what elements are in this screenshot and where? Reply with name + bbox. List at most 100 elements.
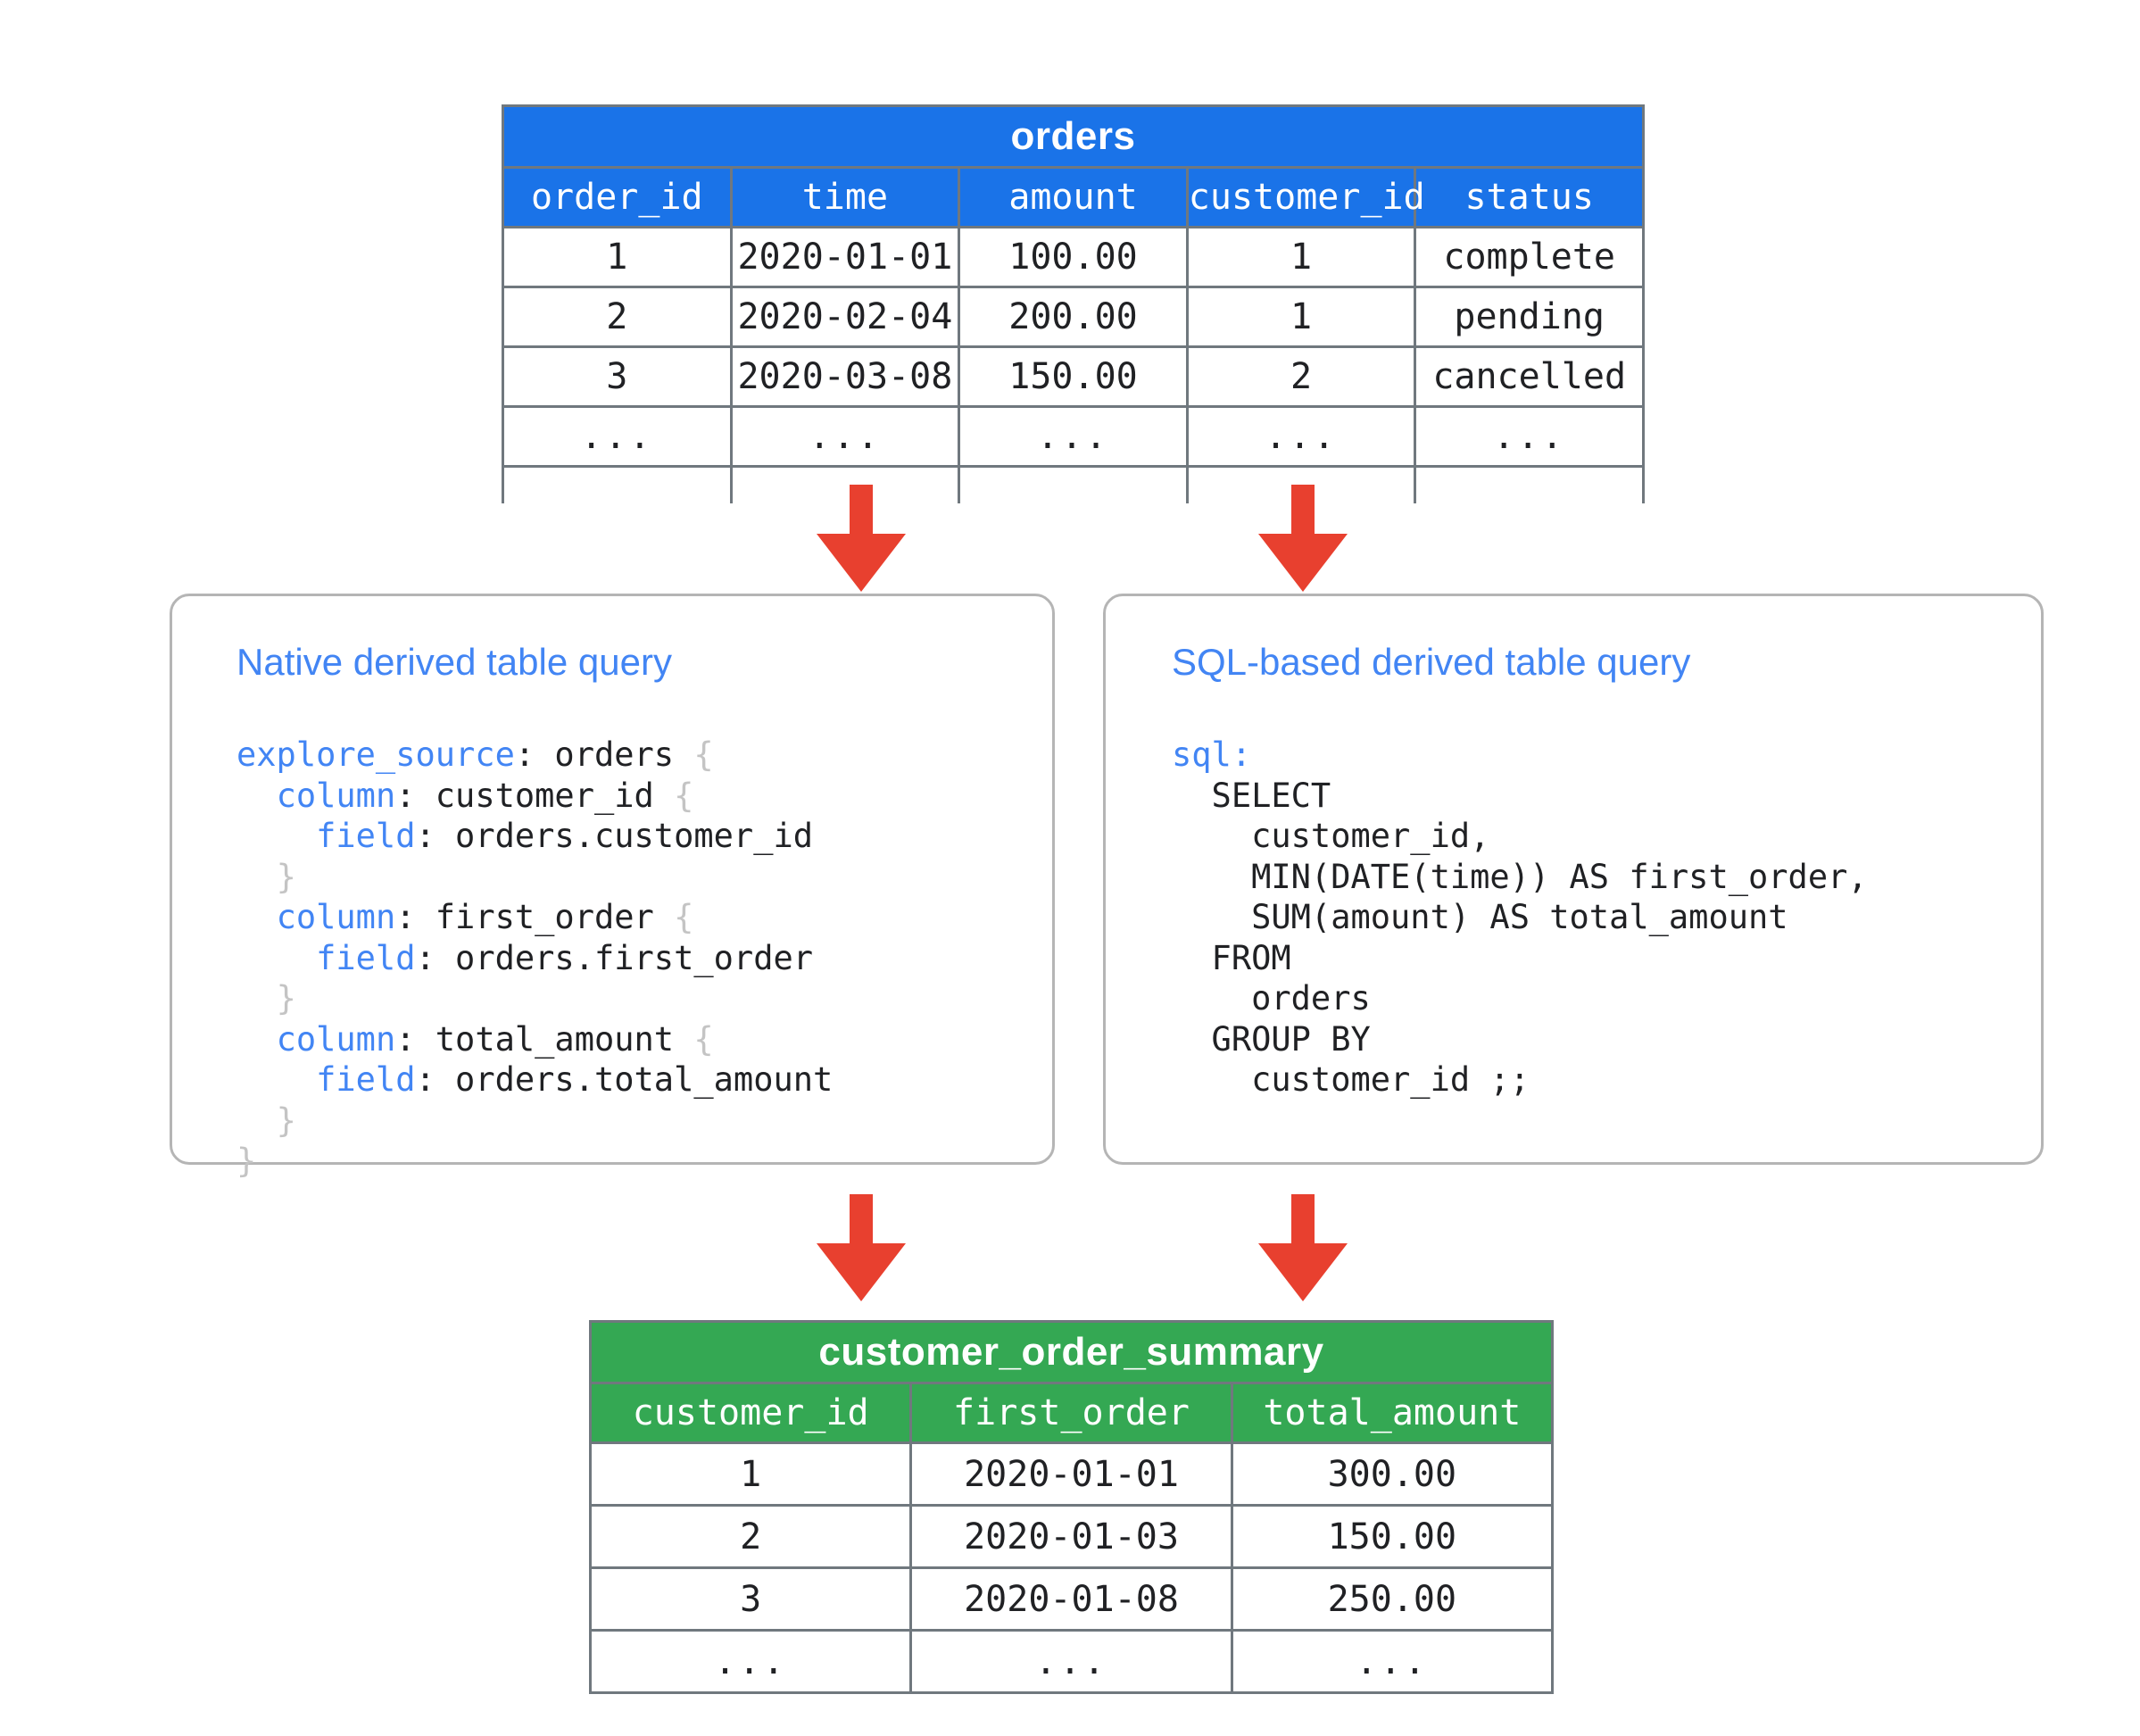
arrow-head: [1258, 534, 1348, 592]
cell-time: 2020-03-08: [729, 345, 961, 408]
code-token: field: [316, 1060, 416, 1099]
code-line: explore_source: orders {: [236, 735, 833, 776]
table-row: ...............: [502, 405, 1645, 468]
cell-customer_id: 1: [588, 1441, 913, 1507]
code-line: }: [236, 1141, 833, 1182]
code-token: [236, 1060, 316, 1099]
cell-first_order: 2020-01-03: [909, 1504, 1233, 1569]
code-token: }: [276, 1101, 296, 1140]
code-token: [236, 1020, 277, 1059]
code-line: MIN(DATE(time)) AS first_order,: [1172, 857, 1868, 898]
orders-table-title: orders: [502, 104, 1645, 169]
code-token: [236, 777, 277, 815]
table-row-clipped: [502, 465, 1645, 503]
code-token: MIN(DATE(time)) AS first_order,: [1172, 857, 1868, 896]
code-token: : first_order: [395, 898, 675, 936]
cell-total_amount: 300.00: [1230, 1441, 1555, 1507]
code-token: : orders.total_amount: [415, 1060, 834, 1099]
code-token: sql: [1172, 735, 1232, 774]
cell-total_amount: 250.00: [1230, 1566, 1555, 1632]
code-line: sql:: [1172, 735, 1868, 776]
code-token: orders: [1172, 979, 1371, 1018]
code-token: : orders.customer_id: [415, 817, 814, 855]
cell-total_amount: ...: [1230, 1629, 1555, 1694]
code-token: }: [276, 979, 296, 1018]
code-token: [236, 979, 277, 1018]
code-token: : customer_id: [395, 776, 675, 815]
cell-order_id: ...: [502, 405, 733, 468]
column-header-order_id: order_id: [502, 166, 733, 228]
native-derived-table-panel: Native derived table query explore_sourc…: [170, 594, 1055, 1180]
arrow-shaft: [1291, 485, 1315, 534]
arrow-sql-to-summary-icon: [1258, 1194, 1348, 1301]
code-token: : total_amount: [395, 1019, 694, 1059]
code-token: : orders.first_order: [415, 938, 814, 977]
code-line: }: [236, 978, 833, 1019]
column-header-amount: amount: [958, 166, 1189, 228]
cell-order_id: 2: [502, 286, 733, 348]
cell-order_id: 3: [502, 345, 733, 408]
code-token: [236, 858, 277, 896]
sql-code-block: sql: SELECT customer_id, MIN(DATE(time))…: [1172, 735, 1868, 1101]
code-token: [236, 817, 316, 855]
code-token: SUM(amount) AS total_amount: [1172, 898, 1788, 936]
code-line: FROM: [1172, 938, 1868, 979]
code-line: field: orders.customer_id: [236, 816, 833, 857]
cell-status: cancelled: [1414, 345, 1645, 408]
code-line: GROUP BY: [1172, 1019, 1868, 1060]
code-token: field: [316, 938, 416, 977]
cell-amount: ...: [958, 405, 1189, 468]
cell-empty: [1414, 465, 1645, 503]
column-header-status: status: [1414, 166, 1645, 228]
code-token: [236, 1101, 277, 1140]
cell-customer_id: 3: [588, 1566, 913, 1632]
cell-customer_id: 1: [1185, 286, 1417, 348]
cell-amount: 200.00: [958, 286, 1189, 348]
native-code-block: explore_source: orders { column: custome…: [236, 735, 833, 1182]
code-token: column: [276, 776, 396, 815]
code-token: GROUP BY: [1172, 1019, 1371, 1059]
code-line: }: [236, 857, 833, 898]
cell-status: ...: [1414, 405, 1645, 468]
cell-customer_id: 1: [1185, 226, 1417, 288]
code-token: [236, 898, 277, 936]
code-token: column: [276, 1019, 396, 1059]
cell-first_order: 2020-01-01: [909, 1441, 1233, 1507]
arrow-head: [1258, 1243, 1348, 1301]
code-token: customer_id ;;: [1172, 1060, 1530, 1099]
native-panel-title: Native derived table query: [236, 641, 672, 683]
arrow-orders-to-sql-icon: [1258, 485, 1348, 592]
code-token: column: [276, 898, 396, 936]
cell-empty: [958, 465, 1189, 503]
column-header-customer_id: customer_id: [588, 1382, 913, 1444]
code-line: }: [236, 1101, 833, 1142]
column-header-total_amount: total_amount: [1230, 1382, 1555, 1444]
cell-amount: 100.00: [958, 226, 1189, 288]
cell-customer_id: ...: [1185, 405, 1417, 468]
orders-table-title-row: orders: [502, 104, 1645, 169]
code-line: orders: [1172, 978, 1868, 1019]
cell-time: 2020-02-04: [729, 286, 961, 348]
arrow-native-to-summary-icon: [817, 1194, 906, 1301]
column-header-first_order: first_order: [909, 1382, 1233, 1444]
cell-first_order: 2020-01-08: [909, 1566, 1233, 1632]
code-token: {: [674, 898, 694, 936]
arrow-head: [817, 534, 906, 592]
table-row: .........: [588, 1629, 1555, 1694]
code-token: {: [693, 1019, 714, 1059]
summary-table-title-row: customer_order_summary: [589, 1320, 1554, 1384]
code-token: explore_source: [236, 735, 515, 774]
code-line: customer_id ;;: [1172, 1059, 1868, 1101]
summary-table-title: customer_order_summary: [589, 1320, 1554, 1384]
code-line: customer_id,: [1172, 816, 1868, 857]
code-token: : orders: [514, 735, 694, 774]
code-token: customer_id,: [1172, 817, 1490, 855]
code-line: column: first_order {: [236, 897, 833, 938]
arrow-shaft: [1291, 1194, 1315, 1243]
